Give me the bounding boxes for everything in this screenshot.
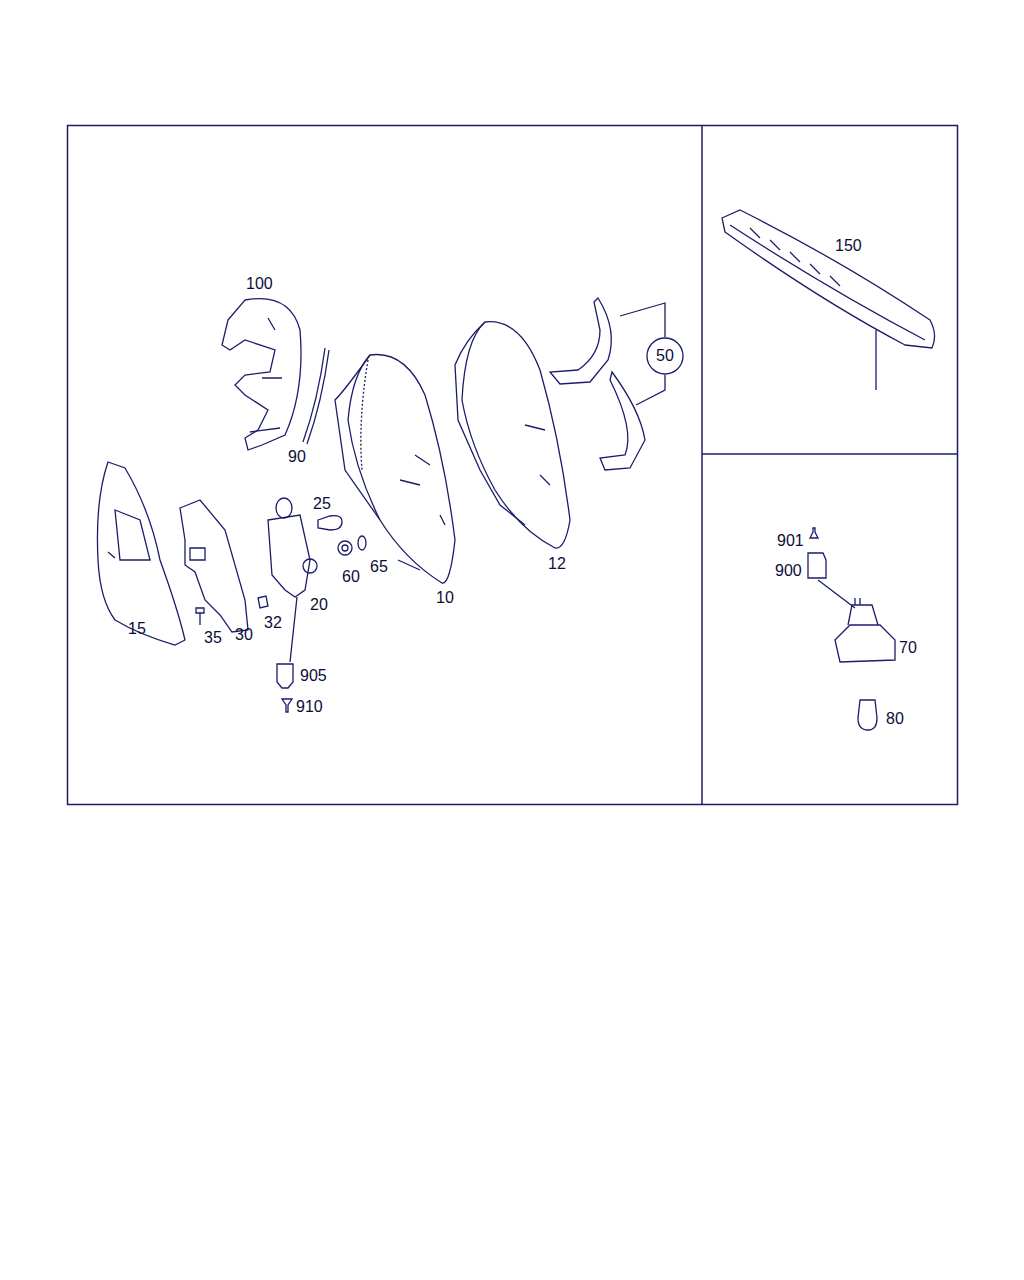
callout-number: 65 — [370, 558, 388, 576]
callout-number: 15 — [128, 620, 146, 638]
callout-number: 150 — [835, 237, 862, 255]
callout-number: 32 — [264, 614, 282, 632]
callout-number: 50 — [656, 347, 674, 365]
callout-number: 905 — [300, 667, 327, 685]
callout-number: 25 — [313, 495, 331, 513]
callout-number: 12 — [548, 555, 566, 573]
callout-number: 80 — [886, 710, 904, 728]
callout-number: 901 — [777, 532, 804, 550]
callout-number: 20 — [310, 596, 328, 614]
callout-number: 910 — [296, 698, 323, 716]
callout-number: 90 — [288, 448, 306, 466]
callout-number: 35 — [204, 629, 222, 647]
callout-number: 900 — [775, 562, 802, 580]
callout-number: 100 — [246, 275, 273, 293]
callout-number: 30 — [235, 626, 253, 644]
callout-number: 60 — [342, 568, 360, 586]
callout-circle: 50 — [646, 337, 684, 375]
callout-number: 10 — [436, 589, 454, 607]
callout-number: 70 — [899, 639, 917, 657]
